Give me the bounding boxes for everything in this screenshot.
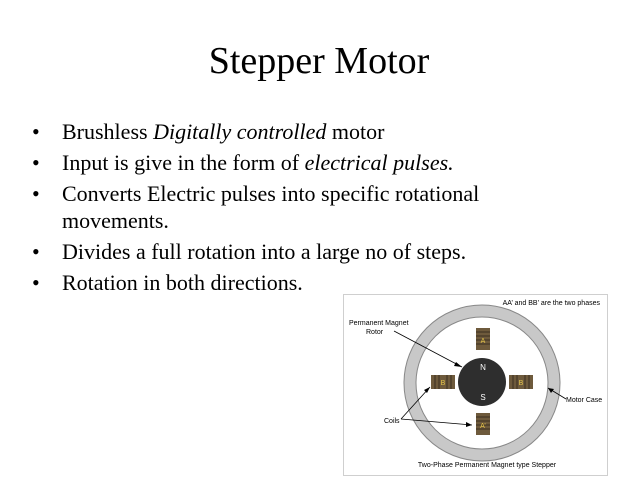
rotor-label-line1: Permanent Magnet <box>349 320 409 327</box>
coil-b-prime <box>509 375 533 389</box>
rotor <box>458 358 506 406</box>
motor-case-label: Motor Case <box>566 397 602 404</box>
bullet-marker: • <box>32 239 40 264</box>
figure-caption: Two-Phase Permanent Magnet type Stepper <box>418 462 557 469</box>
coil-a-prime-label: A’ <box>480 423 486 430</box>
north-pole-label: N <box>480 363 486 372</box>
bullet-item: • Rotation in both directions. <box>30 269 590 296</box>
bullet-text: motor <box>326 119 385 144</box>
bullet-marker: • <box>32 270 40 295</box>
bullet-text: Rotation in both directions. <box>62 270 303 295</box>
coil-b-prime-label: B <box>519 380 524 387</box>
coil-a-label: A <box>481 338 486 345</box>
coil-a <box>476 328 490 350</box>
bullet-text: Converts Electric pulses into specific r… <box>62 181 480 233</box>
slide-title: Stepper Motor <box>208 40 430 82</box>
coil-a-prime <box>476 413 490 435</box>
bullet-item: • Converts Electric pulses into specific … <box>30 180 590 234</box>
south-pole-label: S <box>480 393 485 402</box>
arrow-heads <box>424 362 554 427</box>
bullet-text: Divides a full rotation into a large no … <box>62 239 467 264</box>
bullet-text-italic: Digitally controlled <box>153 119 327 144</box>
coil-b-label: B <box>441 380 446 387</box>
coil-b <box>431 375 455 389</box>
bullet-text-italic: electrical pulses. <box>304 150 454 175</box>
bullet-item: • Divides a full rotation into a large no… <box>30 238 590 265</box>
coils-label: Coils <box>384 418 400 425</box>
phases-note: AA’ and BB’ are the two phases <box>503 300 601 307</box>
stepper-motor-diagram: AA’ and BB’ are the two phases <box>343 294 608 476</box>
bullet-item: • Input is give in the form of electrical… <box>30 149 590 176</box>
bullet-text: Input is give in the form of <box>62 150 305 175</box>
bullet-marker: • <box>32 150 40 175</box>
bullet-marker: • <box>32 181 40 206</box>
bullet-marker: • <box>32 119 40 144</box>
callout-arrows <box>393 330 567 426</box>
bullet-item: • Brushless Digitally controlled motor <box>30 118 590 145</box>
bullet-list: • Brushless Digitally controlled motor • In… <box>30 118 590 300</box>
bullet-text: Brushless <box>62 119 154 144</box>
rotor-label-line2: Rotor <box>366 329 384 336</box>
diagram-svg: AA’ and BB’ are the two phases <box>349 300 602 469</box>
